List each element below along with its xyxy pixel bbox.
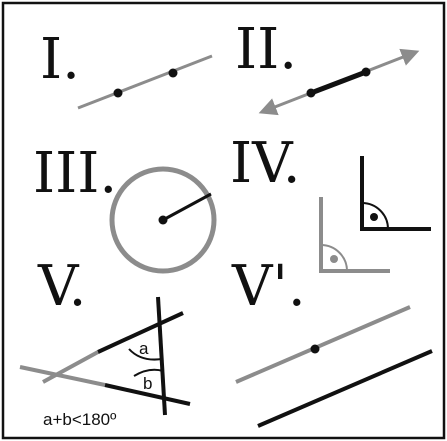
postulate-1-point-b [168, 68, 178, 78]
postulate-5-prime-gray-line [235, 305, 411, 384]
postulate-5-prime-group: V'. [231, 254, 433, 428]
postulate-4-right-angle-gray [319, 197, 390, 273]
postulate-3-group: III. [33, 141, 217, 274]
postulate-5-group: V. a b a+b<180º [19, 254, 191, 429]
postulate-5-prime-black-line [257, 349, 433, 428]
postulate-3-label: III. [33, 141, 117, 206]
postulate-5-prime-label: V'. [231, 254, 306, 319]
postulate-5-angle-label-a: a [139, 339, 149, 358]
postulate-5-angle-label-b: b [143, 374, 152, 393]
postulate-1-label: I. [40, 27, 80, 92]
postulate-3-circle [109, 166, 217, 274]
postulate-3-center-point [158, 215, 168, 225]
postulate-2-point-b [361, 67, 371, 77]
postulate-1-group: I. [40, 27, 213, 110]
postulate-5-lower-line [104, 383, 191, 406]
postulate-5-upper-line [97, 311, 184, 354]
postulate-1-segment [77, 54, 213, 110]
postulate-5-label: V. [37, 254, 86, 319]
postulate-5-prime-point [310, 344, 320, 354]
postulate-1-point-a [113, 88, 123, 98]
postulate-2-segment [310, 69, 367, 96]
postulate-4-angle-dot-gray [330, 255, 338, 263]
postulate-4-angle-arc-black [361, 202, 389, 230]
postulate-4-group: IV. [230, 131, 431, 273]
postulate-5-upper-line-extension [42, 350, 99, 384]
postulate-4-angle-dot-black [370, 213, 378, 221]
postulate-5-transversal [156, 296, 167, 416]
postulate-3-radius [162, 192, 212, 222]
postulate-4-angle-arc-gray [320, 244, 348, 272]
postulate-4-label: IV. [230, 131, 301, 196]
postulate-5-angle-arc-b [133, 368, 164, 377]
postulate-5-lower-line-extension [19, 365, 106, 387]
postulate-2-group: II. [235, 17, 420, 116]
postulate-4-right-angle-black [360, 156, 431, 231]
postulate-2-label: II. [235, 17, 297, 82]
postulate-5-caption: a+b<180º [43, 410, 116, 429]
postulate-5-angle-arc-a [128, 348, 163, 361]
postulate-2-point-a [306, 88, 316, 98]
